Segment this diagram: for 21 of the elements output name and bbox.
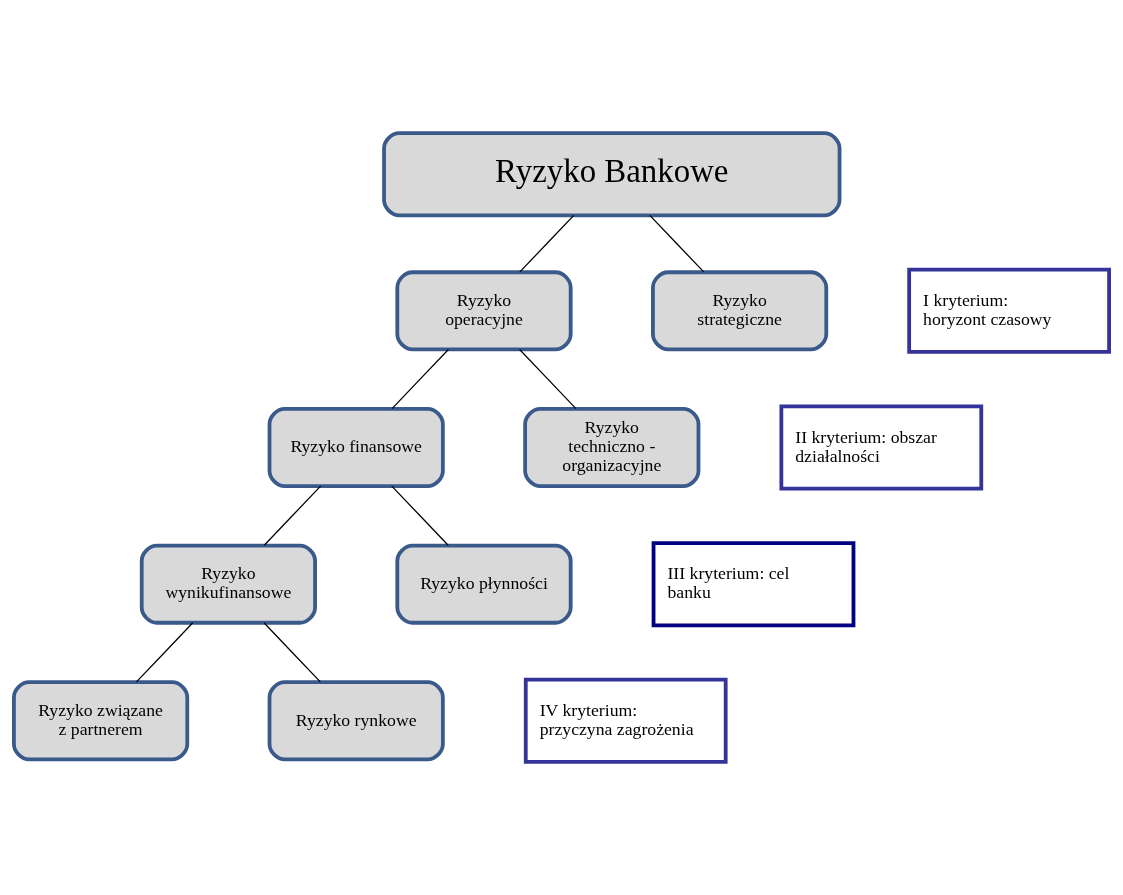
node-box: II kryterium: obszar działalności [779,404,984,491]
connector [263,622,321,683]
connector [649,214,705,273]
node-box: Ryzyko płynności [395,543,573,625]
connector [135,622,194,683]
node-box: Ryzyko techniczno - organizacyjne [523,407,701,488]
node-box: Ryzyko operacyjne [395,270,573,352]
connector [263,485,322,546]
node-box: IV kryterium: przyczyna zagrożenia [523,677,728,764]
node-box: Ryzyko rynkowe [267,680,445,762]
node-box: III kryterium: cel banku [651,541,856,628]
connector [391,485,449,546]
node-box: Ryzyko wynikufinansowe [139,543,317,625]
node-box: Ryzyko strategiczne [651,270,829,352]
node-box: Ryzyko finansowe [267,407,445,488]
connector [519,214,575,273]
node-box: Ryzyko związane z partnerem [12,680,190,762]
connector [391,348,450,410]
node-box: Ryzyko Bankowe [382,131,842,218]
node-box: I kryterium: horyzont czasowy [907,267,1111,354]
connector [518,348,577,410]
